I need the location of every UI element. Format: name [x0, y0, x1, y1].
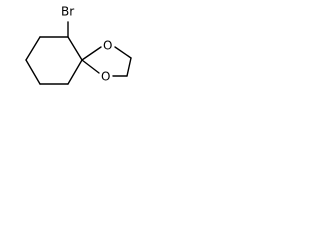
atom-label-oxygen-lower: O — [101, 70, 110, 84]
bond-spiro-o-upper — [81, 46, 102, 61]
bond-c2-c3 — [25, 36, 41, 61]
bond-o-lower-spiro — [81, 59, 100, 74]
bond-c3-c4 — [25, 59, 41, 85]
bond-c6-c1 — [67, 36, 83, 61]
atom-label-oxygen-upper: O — [103, 39, 112, 53]
atom-label-bromine: Br — [61, 5, 74, 19]
structure-diagram: Br O O — [25, 5, 132, 85]
bond-o-upper-ch2 — [114, 46, 132, 59]
bond-ch2-ch2 — [126, 57, 132, 77]
bond-c5-c6 — [67, 59, 83, 85]
